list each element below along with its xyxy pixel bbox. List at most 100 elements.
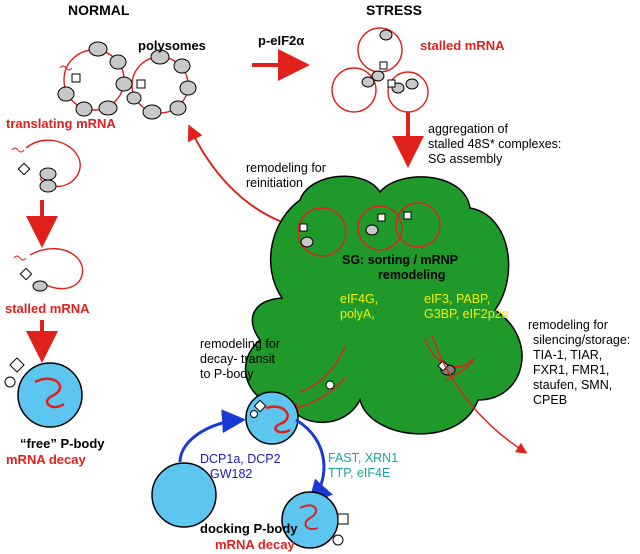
stalled-mrna-left-illustration	[13, 248, 84, 292]
sg-factors-left-2: polyA,	[340, 307, 375, 321]
stalled-mrna-illustration	[331, 27, 429, 113]
ribosome	[115, 76, 133, 92]
initiation-factor	[19, 267, 33, 281]
mrna-strand	[29, 248, 84, 290]
pbody-circle	[17, 362, 83, 428]
initiation-factor	[337, 513, 349, 525]
p-eif2a-label: p-eIF2α	[258, 33, 304, 48]
ribosome	[39, 167, 57, 181]
ribosome	[32, 280, 48, 292]
sg-factors-right-2: G3BP, eIF2p2α	[424, 307, 509, 321]
pbody-circle	[245, 391, 299, 445]
mrna-loop	[331, 67, 377, 113]
mrna-strand	[265, 405, 291, 434]
ribosome	[39, 179, 57, 193]
storage-line-2: silencing/storage:	[533, 333, 630, 347]
ribosome	[126, 91, 142, 105]
initiation-factor	[299, 223, 308, 232]
mrna-strand	[299, 504, 319, 530]
decay-remodel-line-3: to P-body	[200, 367, 254, 381]
initiation-factor	[9, 357, 25, 373]
remodeling-reinit-line-1: remodeling for	[246, 161, 326, 175]
sg-sorting-line-1: SG: sorting / mRNP	[342, 253, 458, 267]
ribosome	[57, 86, 75, 102]
polysomes-illustration	[57, 41, 197, 120]
docked-pbody	[245, 391, 299, 445]
polysomes-label: polysomes	[138, 38, 206, 53]
ribosome	[371, 70, 385, 82]
free-pbody	[4, 357, 83, 428]
stress-granule	[244, 175, 523, 435]
ribosome-subunit	[325, 380, 335, 390]
docking-pbody-label: docking P-body	[200, 521, 298, 536]
fast-factors-line-1: FAST, XRN1	[328, 451, 398, 465]
ribosome	[98, 100, 118, 116]
polya-tail	[59, 65, 73, 71]
decay-remodel-line-2: decay- transit	[200, 352, 276, 366]
ribosome	[379, 29, 393, 41]
mrna-strand	[424, 337, 475, 381]
ribosome	[179, 80, 197, 96]
initiation-factor	[253, 399, 267, 413]
ribosome	[405, 78, 419, 90]
sg-sorting-line-2: remodeling	[378, 268, 445, 282]
aggregation-line-3: SG assembly	[428, 152, 503, 166]
storage-line-5: staufen, SMN,	[533, 378, 612, 392]
initiation-factor	[387, 79, 396, 88]
release-arrow	[295, 418, 333, 505]
ribosome	[300, 236, 314, 248]
polya-tail	[13, 255, 27, 261]
dcp-factors-line-2: GW182	[210, 467, 252, 481]
fast-factors-line-2: TTP, eIF4E	[328, 466, 390, 480]
sg-factors-left-1: eIF4G,	[340, 292, 378, 306]
storage-line-1: remodeling for	[528, 318, 608, 332]
ribosome	[75, 101, 93, 117]
translating-mrna-single	[11, 139, 81, 193]
ribosome	[150, 49, 170, 65]
storage-arrow	[431, 334, 528, 454]
ribosome	[169, 100, 187, 116]
storage-line-4: FXR1, FMR1,	[533, 363, 609, 377]
ribosome	[173, 58, 191, 74]
remodeling-reinit-line-2: reinitiation	[246, 176, 303, 190]
mrna-strand	[299, 344, 347, 393]
initiation-factor	[17, 162, 31, 176]
reinitiation-arrow	[187, 124, 283, 223]
mrna-strand	[34, 377, 65, 409]
storage-line-3: TIA-1, TIAR,	[533, 348, 602, 362]
heading-normal: NORMAL	[68, 2, 130, 18]
translating-mrna-label: translating mRNA	[6, 116, 116, 131]
ribosome-subunit	[332, 534, 344, 546]
mrna-loop	[297, 207, 347, 257]
stalled-mrna-top-label: stalled mRNA	[420, 38, 505, 53]
ribosome	[109, 54, 127, 70]
mrna-decay-left-label: mRNA decay	[6, 452, 86, 467]
mrna-decay-bottom-label: mRNA decay	[215, 537, 295, 552]
initiation-factor	[379, 61, 388, 70]
docking-arrow	[178, 409, 246, 463]
sg-factors-right-1: eIF3, PABP,	[424, 292, 490, 306]
ribosome-subunit	[250, 410, 258, 418]
initiation-factor	[136, 79, 146, 89]
aggregation-line-1: aggregation of	[428, 122, 508, 136]
mrna-strand	[25, 139, 81, 188]
docking-pbody-circle	[151, 462, 217, 528]
ribosome	[142, 104, 162, 120]
dcp-factors-line-1: DCP1a, DCP2	[200, 452, 281, 466]
heading-stress: STRESS	[366, 2, 422, 18]
free-pbody-label: “free” P-body	[20, 436, 105, 451]
initiation-factor	[71, 73, 81, 83]
decay-pbody	[281, 491, 349, 549]
mrna-loop	[395, 202, 441, 248]
decay-remodel-line-1: remodeling for	[200, 337, 280, 351]
polya-tail	[11, 147, 25, 153]
ribosome-subunit	[4, 376, 16, 388]
storage-line-6: CPEB	[533, 393, 567, 407]
ribosome	[365, 224, 379, 236]
mrna-loop	[357, 205, 403, 251]
ribosome	[361, 76, 375, 88]
initiation-factor	[377, 213, 386, 222]
initiation-factor	[403, 211, 412, 220]
